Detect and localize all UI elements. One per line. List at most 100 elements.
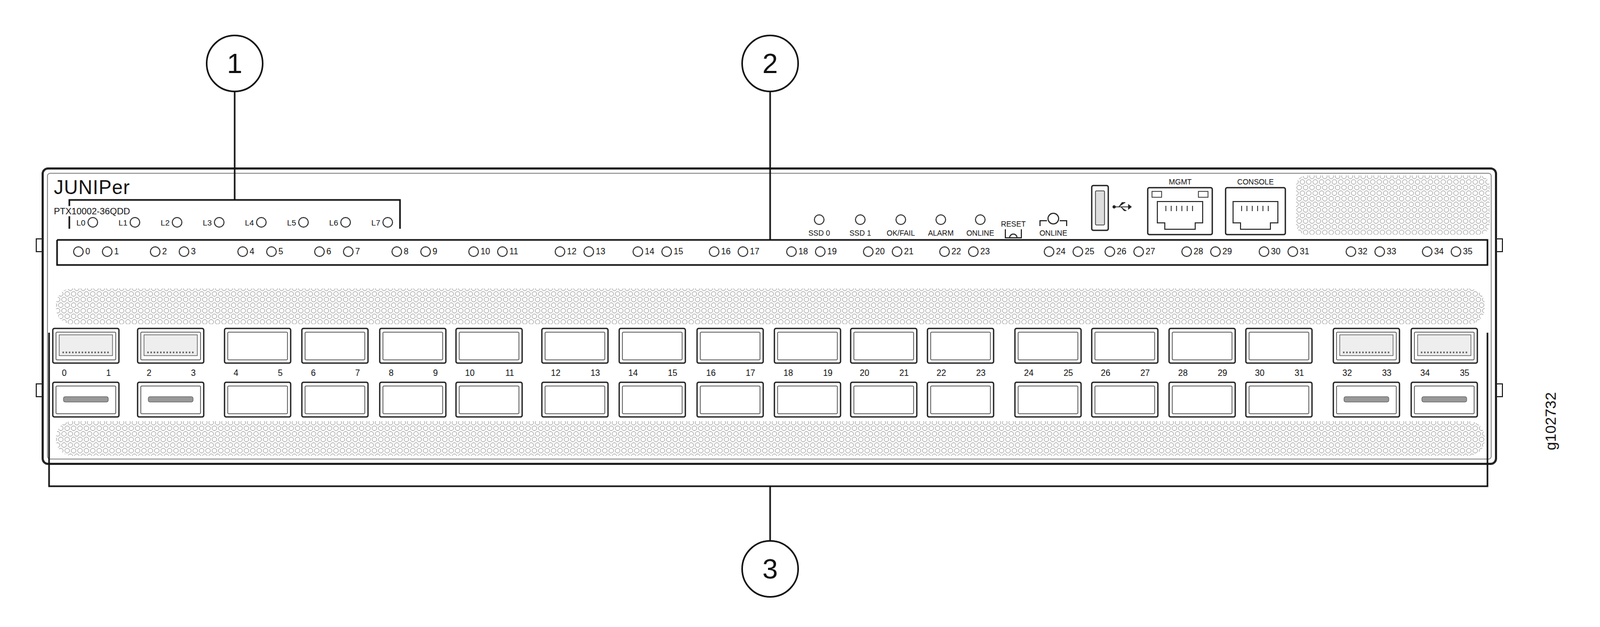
- status-led: [214, 217, 224, 228]
- port-opening: [545, 386, 605, 414]
- rj45-opening: [1157, 201, 1203, 230]
- transceiver: [144, 334, 198, 356]
- status-led: [939, 246, 950, 257]
- led-number: 33: [1386, 247, 1397, 256]
- port-cage: [1014, 382, 1082, 418]
- status-led: [814, 214, 824, 225]
- port-cage: [774, 382, 841, 418]
- usb-port: [1091, 185, 1109, 231]
- led-number: 35: [1462, 247, 1473, 256]
- qsfp-port: [137, 328, 204, 364]
- qsfp-port: [774, 382, 841, 418]
- port-opening: [305, 332, 365, 360]
- port-opening: [1336, 386, 1397, 414]
- status-led: [936, 214, 946, 225]
- port-number: 7: [355, 369, 360, 378]
- status-led: [584, 246, 594, 257]
- leader-line: [769, 92, 772, 240]
- reset-button: [1005, 229, 1022, 238]
- qsfp-port: [697, 328, 764, 364]
- status-led: [709, 246, 719, 257]
- status-led: [815, 246, 826, 257]
- port-cage: [850, 382, 917, 418]
- port-number: 18: [783, 369, 794, 378]
- port-number: 23: [976, 369, 986, 378]
- qsfp-port: [1091, 382, 1158, 418]
- port-cage: [1245, 382, 1312, 418]
- port-number: 0: [61, 369, 67, 378]
- brand-logo: JUNIPer: [53, 178, 131, 198]
- status-led: [150, 246, 160, 257]
- status-led: [382, 217, 393, 228]
- status-led: [237, 246, 248, 257]
- port-cage: [1091, 328, 1158, 364]
- qsfp-port: [1169, 328, 1236, 364]
- qsfp-port: [774, 328, 841, 364]
- port-number: 6: [310, 369, 316, 378]
- qsfp-port: [850, 328, 917, 364]
- led-number: 27: [1145, 247, 1156, 256]
- qsfp-port: [927, 382, 994, 418]
- qsfp-port: [456, 382, 523, 418]
- leader-line: [57, 240, 1488, 266]
- status-led: [102, 246, 112, 257]
- led-number: 22: [951, 247, 962, 256]
- port-number: 14: [628, 369, 638, 378]
- led-label: L1: [118, 218, 128, 227]
- status-led: [172, 217, 182, 228]
- led-number: 9: [432, 247, 438, 256]
- port-cage: [927, 382, 994, 418]
- status-led: [497, 246, 508, 257]
- led-label: L3: [202, 218, 212, 227]
- led-label: L2: [160, 218, 170, 227]
- reset-button: [1009, 234, 1018, 238]
- port-opening: [853, 386, 914, 414]
- led-number: 19: [827, 247, 837, 256]
- status-led: [298, 217, 309, 228]
- status-label: ONLINE: [1039, 229, 1068, 237]
- transceiver-contacts: [1420, 352, 1468, 354]
- port-number: 34: [1420, 369, 1430, 378]
- port-opening: [545, 332, 605, 360]
- port-number: 3: [190, 369, 196, 378]
- port-number: 26: [1100, 369, 1111, 378]
- qsfp-port: [1411, 382, 1478, 418]
- status-led: [392, 246, 402, 257]
- port-opening: [930, 386, 991, 414]
- led-number: 14: [644, 247, 655, 256]
- led-number: 32: [1357, 247, 1368, 256]
- qsfp-port: [1091, 328, 1158, 364]
- port-opening: [1018, 332, 1078, 360]
- port-cage: [619, 328, 686, 364]
- port-number: 1: [106, 369, 111, 378]
- status-label: RESET: [1001, 220, 1027, 228]
- port-cage: [1014, 328, 1082, 364]
- model-name: PTX10002-36QDD: [52, 206, 132, 217]
- transceiver-contacts: [1342, 352, 1390, 354]
- port-opening: [1094, 332, 1155, 360]
- led-number: 10: [480, 247, 491, 256]
- led-label: L7: [371, 218, 381, 227]
- online-button: [1040, 220, 1067, 227]
- qsfp-port: [1333, 382, 1400, 418]
- qsfp-port: [137, 382, 204, 418]
- port-cage: [379, 328, 446, 364]
- usb-symbol: [1114, 202, 1132, 211]
- transceiver-latch: [63, 396, 109, 403]
- port-cage: [774, 328, 841, 364]
- port-cage: [379, 382, 446, 418]
- port-number: 27: [1140, 369, 1150, 378]
- transceiver-latch: [1344, 396, 1389, 403]
- port-opening: [1414, 332, 1475, 360]
- port-cage: [1411, 382, 1478, 418]
- port-number: 15: [667, 369, 678, 378]
- port-opening: [700, 386, 760, 414]
- status-led: [73, 246, 84, 257]
- port-number: 16: [706, 369, 716, 378]
- port-cage: [619, 382, 686, 418]
- status-led: [130, 217, 140, 228]
- port-number: 29: [1217, 369, 1228, 378]
- port-number: 8: [388, 369, 394, 378]
- port-cage: [541, 382, 608, 418]
- port-number: 17: [745, 369, 756, 378]
